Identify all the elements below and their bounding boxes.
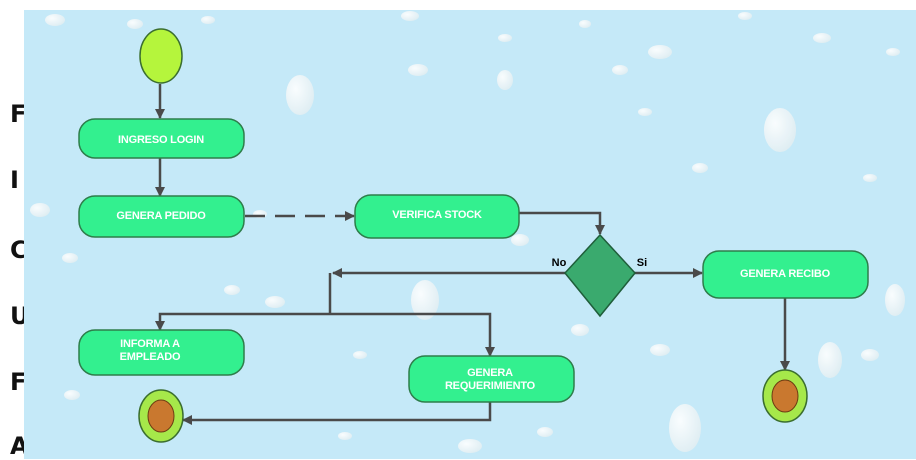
drop-decoration: [498, 34, 512, 42]
drop-decoration: [764, 108, 796, 152]
node-shape: [78, 329, 245, 376]
node-label-line: REQUERIMIENTO: [445, 380, 536, 392]
end-node-right: [762, 369, 808, 423]
node-genera-requerimiento: GENERA REQUERIMIENTO: [408, 355, 575, 403]
decision-yes-label: Si: [637, 257, 647, 269]
drop-decoration: [648, 45, 672, 59]
node-label-line: EMPLEADO: [120, 351, 181, 363]
side-letter: C: [10, 236, 28, 264]
drop-decoration: [30, 203, 50, 217]
drop-decoration: [497, 70, 513, 90]
decision-no-label: No: [552, 257, 567, 269]
drop-decoration: [411, 280, 439, 320]
drop-decoration: [201, 16, 215, 24]
node-shape: [702, 250, 869, 299]
drop-decoration: [579, 20, 591, 28]
drop-decoration: [224, 285, 240, 295]
node-label-line: INFORMA A: [120, 338, 180, 350]
node-shape: [78, 118, 245, 159]
node-verifica-stock: VERIFICA STOCK: [354, 194, 520, 239]
drop-decoration: [885, 284, 905, 316]
node-genera-recibo: GENERA RECIBO: [702, 250, 869, 299]
node-genera-pedido: GENERA PEDIDO: [78, 195, 245, 238]
drop-decoration: [353, 351, 367, 359]
drop-decoration: [286, 75, 314, 115]
drop-decoration: [638, 108, 652, 116]
drop-decoration: [669, 404, 701, 452]
drop-decoration: [813, 33, 831, 43]
node-shape: [408, 355, 575, 403]
drop-decoration: [612, 65, 628, 75]
drop-decoration: [886, 48, 900, 56]
node-label: GENERA RECIBO: [740, 268, 831, 280]
drop-decoration: [863, 174, 877, 182]
edge-requerimiento-to-end: [182, 402, 492, 425]
drop-decoration: [45, 14, 65, 26]
end-node-core: [771, 379, 799, 413]
side-letter: A: [10, 432, 29, 460]
edge-split-to-informa: [155, 312, 330, 331]
drop-decoration: [818, 342, 842, 378]
drop-decoration: [738, 12, 752, 20]
node-label: GENERA PEDIDO: [116, 210, 206, 222]
edge-split-to-requerimiento: [330, 312, 495, 357]
node-informa-empleado: INFORMA A EMPLEADO: [78, 329, 245, 376]
node-label: VERIFICA STOCK: [392, 209, 482, 221]
drop-decoration: [401, 11, 419, 21]
node-shape: [354, 194, 520, 239]
node-label-line: GENERA: [467, 367, 513, 379]
side-letter: I: [10, 166, 19, 194]
drop-decoration: [62, 253, 78, 263]
drop-decoration: [127, 19, 143, 29]
drop-decoration: [571, 324, 589, 336]
drop-decoration: [338, 432, 352, 440]
drop-decoration: [265, 296, 285, 308]
drop-decoration: [511, 234, 529, 246]
drop-decoration: [408, 64, 428, 76]
node-shape: [78, 195, 245, 238]
drop-decoration: [537, 427, 553, 437]
end-node-core: [147, 399, 175, 433]
drop-decoration: [650, 344, 670, 356]
drop-decoration: [692, 163, 708, 173]
water-drops: [30, 11, 905, 453]
node-ingreso-login: INGRESO LOGIN: [78, 118, 245, 159]
drop-decoration: [861, 349, 879, 361]
node-label: INGRESO LOGIN: [118, 134, 204, 146]
decision-node: [564, 233, 636, 318]
side-letter: F: [10, 368, 27, 396]
drop-decoration: [458, 439, 482, 453]
edge-stock-to-decision: [518, 211, 605, 235]
start-node: [139, 28, 183, 84]
connectors: [155, 84, 790, 425]
end-node-left: [138, 389, 184, 443]
drop-decoration: [64, 390, 80, 400]
side-letter: F: [10, 100, 27, 128]
